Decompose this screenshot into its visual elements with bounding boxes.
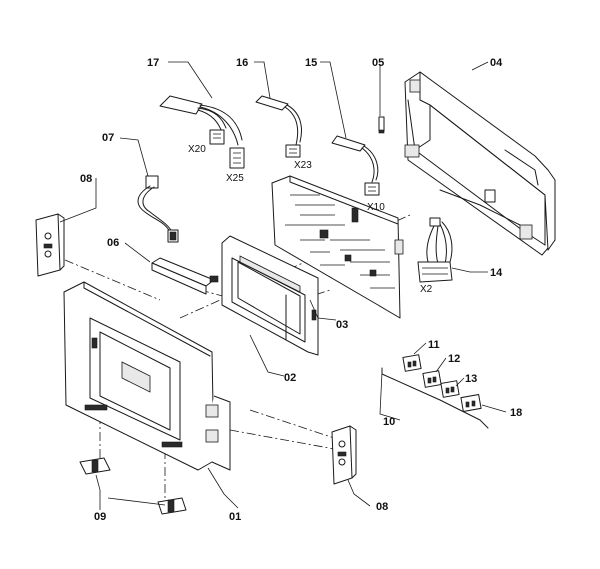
label-18: 18 — [510, 407, 522, 419]
label-06: 06 — [107, 237, 119, 249]
connector-x2: X2 — [420, 284, 433, 295]
label-09: 09 — [94, 511, 106, 523]
label-01: 01 — [229, 511, 241, 523]
part-14-wire-harness — [417, 217, 453, 283]
label-08-top: 08 — [80, 173, 92, 185]
connector-x23: X23 — [294, 160, 312, 171]
label-03: 03 — [336, 319, 348, 331]
connector-x10: X10 — [367, 202, 385, 213]
part-15-wire-harness — [331, 135, 380, 196]
label-14: 14 — [490, 267, 503, 279]
part-16-wire-harness — [255, 95, 302, 158]
part-labels: 17 16 15 05 04 07 08 06 03 14 02 11 12 1… — [80, 57, 522, 523]
part-03-circuit-board — [271, 175, 404, 319]
label-11: 11 — [428, 339, 440, 351]
part-10-connector-set — [381, 354, 489, 429]
part-02-display-frame — [221, 235, 319, 356]
label-17: 17 — [147, 57, 159, 69]
part-09-clips — [79, 457, 187, 515]
label-12: 12 — [448, 353, 460, 365]
label-07: 07 — [102, 132, 114, 144]
part-08-left-bracket — [35, 213, 65, 277]
part-06-display-module — [151, 257, 219, 295]
part-17-wire-harness — [159, 95, 245, 169]
label-05: 05 — [372, 57, 384, 69]
part-05-fastener — [378, 116, 385, 134]
label-04: 04 — [490, 57, 503, 69]
label-16: 16 — [236, 57, 248, 69]
part-01-front-housing — [63, 281, 231, 471]
label-10: 10 — [383, 416, 395, 428]
leader-lines — [59, 61, 507, 510]
label-08-bottom: 08 — [376, 501, 388, 513]
label-02: 02 — [284, 372, 296, 384]
connector-x25: X25 — [226, 173, 244, 184]
connector-labels: X20 X25 X23 X10 X2 — [188, 144, 433, 295]
part-07-wire-harness — [137, 175, 179, 243]
part-04-rear-frame — [404, 71, 556, 256]
label-15: 15 — [305, 57, 317, 69]
connector-x20: X20 — [188, 144, 206, 155]
label-13: 13 — [465, 373, 477, 385]
part-08-right-bracket — [331, 425, 357, 485]
